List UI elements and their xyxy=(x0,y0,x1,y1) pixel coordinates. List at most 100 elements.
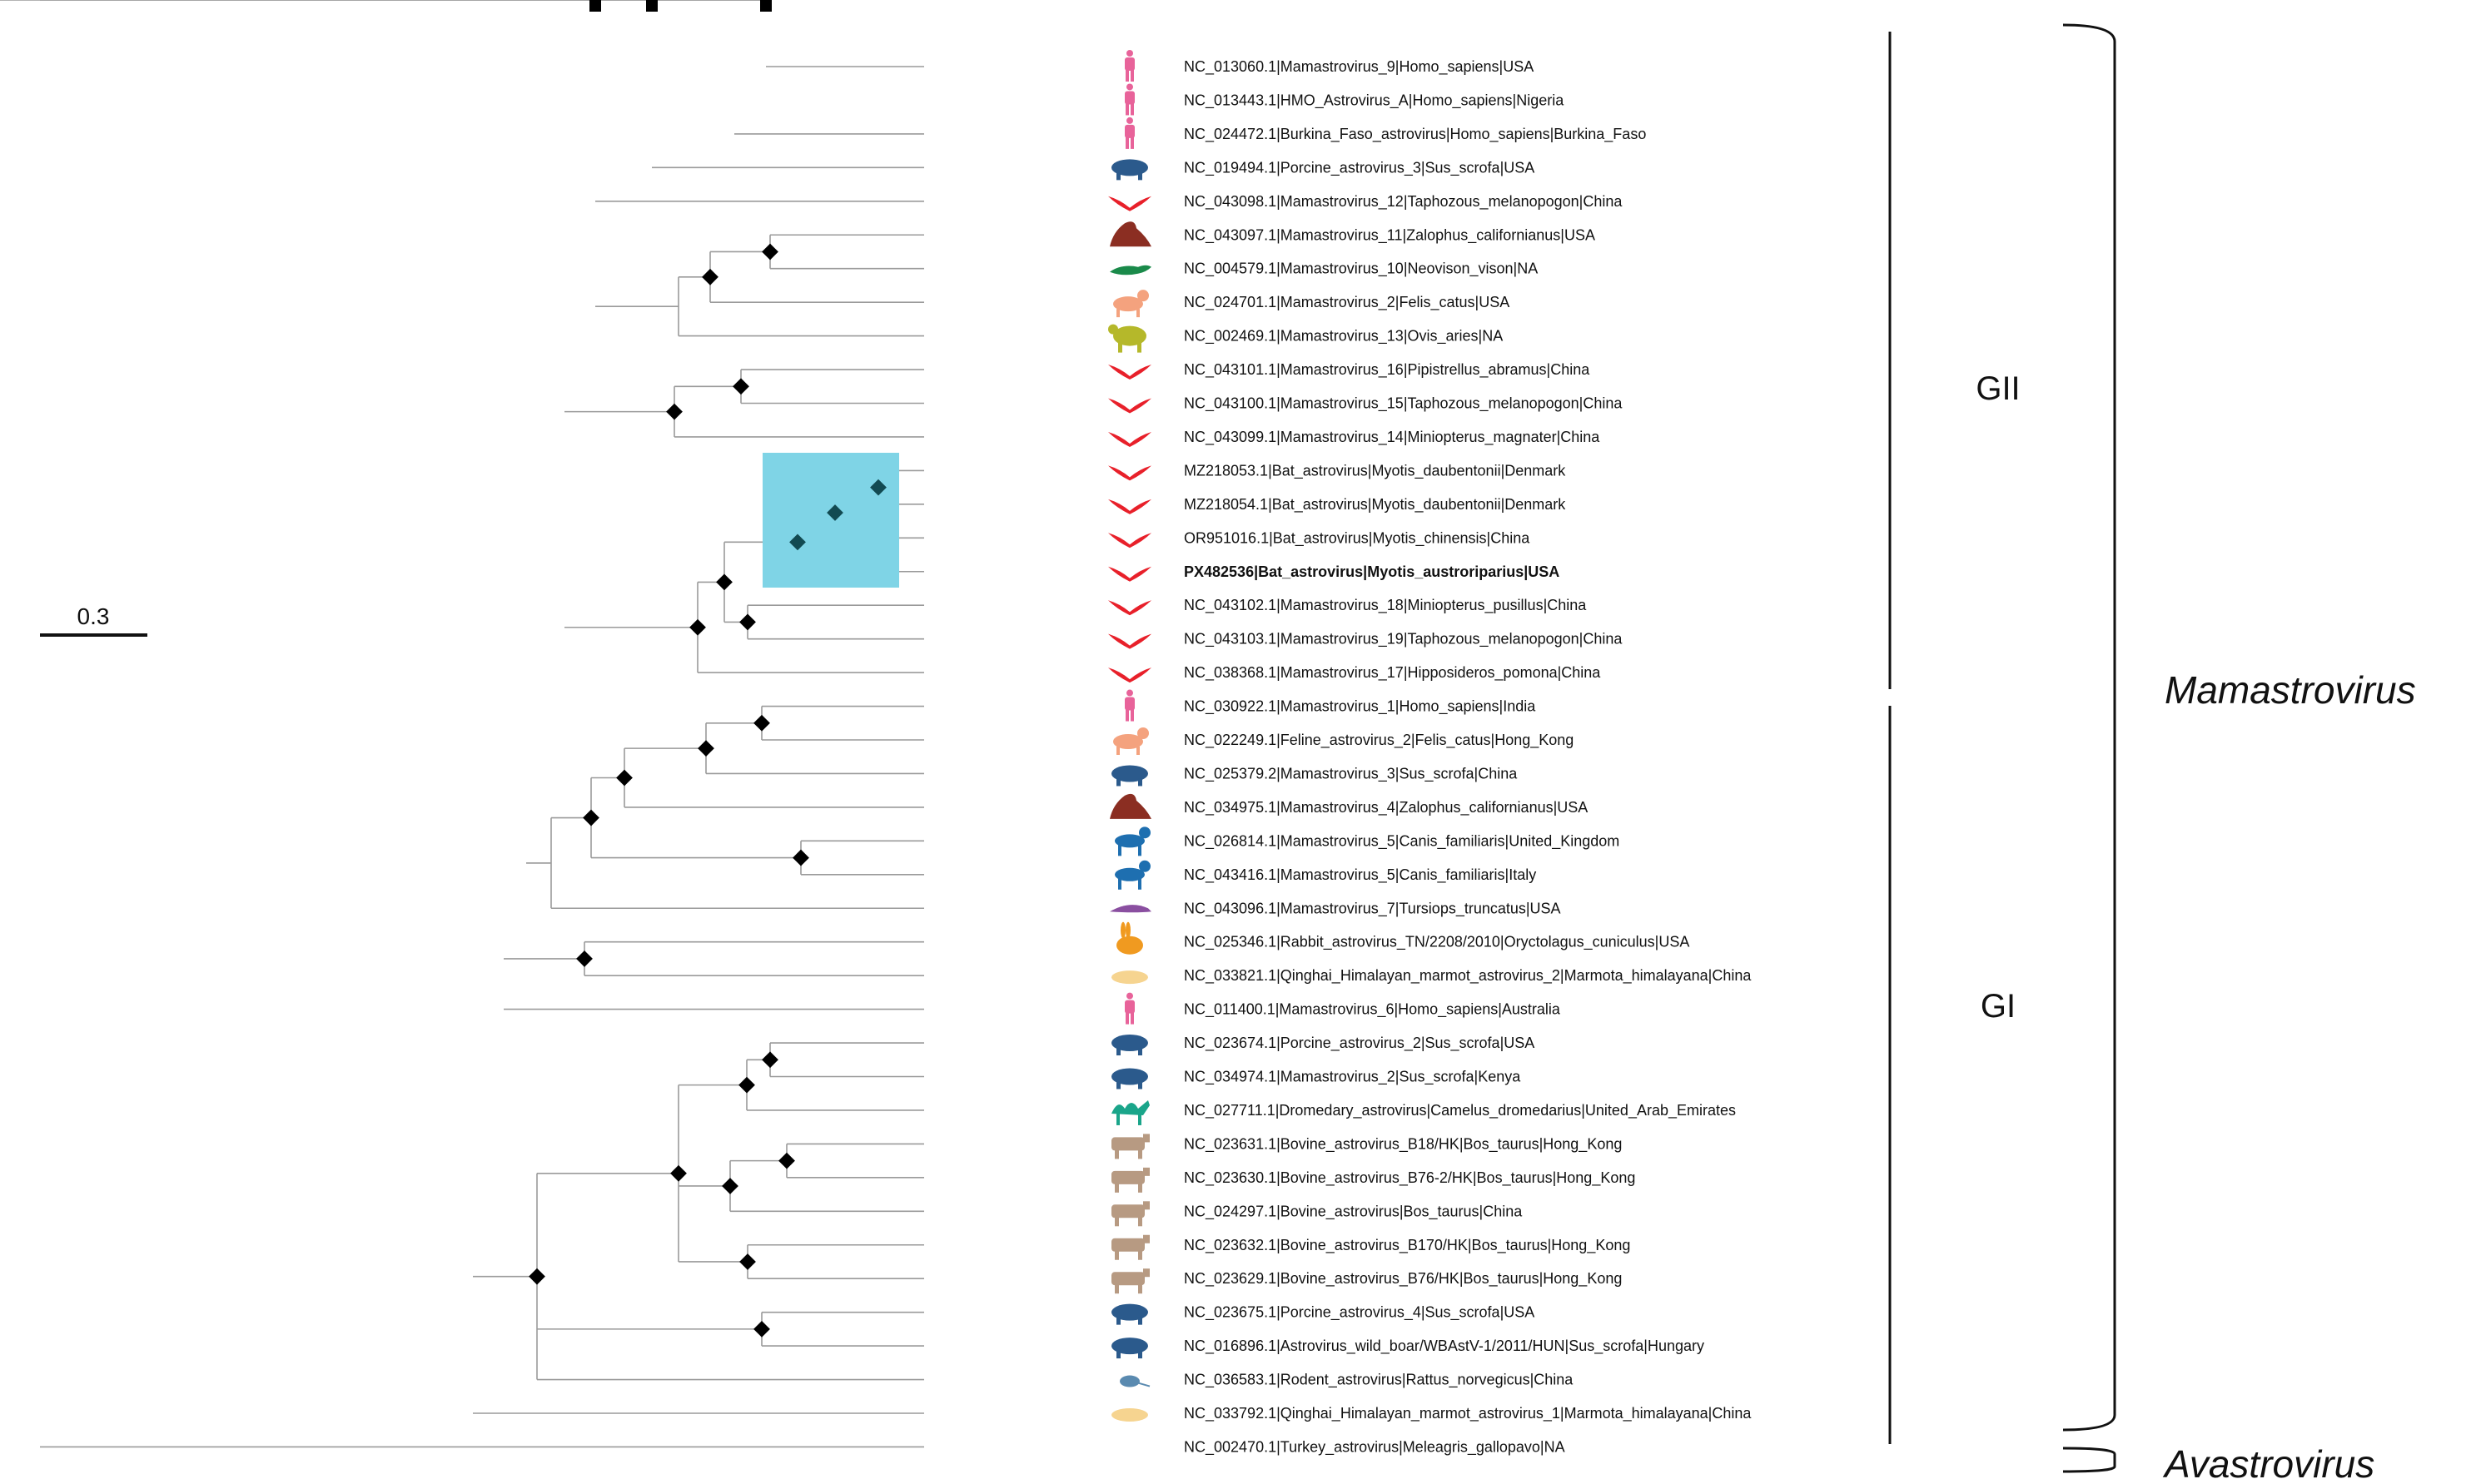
group-brackets xyxy=(1888,23,2116,1473)
cow-icon xyxy=(1111,1201,1150,1227)
tip-label: NC_043102.1|Mamastrovirus_18|Miniopterus… xyxy=(1184,597,1587,614)
bat-icon xyxy=(1108,668,1151,683)
tip-label: NC_025379.2|Mamastrovirus_3|Sus_scrofa|C… xyxy=(1184,765,1518,782)
cow-icon xyxy=(1111,1234,1150,1260)
tip-label: NC_004579.1|Mamastrovirus_10|Neovison_vi… xyxy=(1184,261,1538,278)
bootstrap-node-marker xyxy=(616,769,633,787)
camel-icon xyxy=(1111,1099,1150,1125)
bat-icon xyxy=(1108,566,1151,582)
bootstrap-node-marker xyxy=(870,479,887,496)
tip-label: NC_016896.1|Astrovirus_wild_boar/WBAstV-… xyxy=(1184,1338,1704,1355)
bootstrap-node-marker xyxy=(529,1268,545,1285)
pig-icon xyxy=(1111,765,1148,787)
human-icon xyxy=(1125,50,1135,82)
cow-icon xyxy=(1111,1268,1150,1294)
mink-icon xyxy=(1110,265,1151,275)
pig-icon xyxy=(1111,1068,1148,1089)
bootstrap-node-marker xyxy=(753,714,770,732)
human-icon xyxy=(1125,992,1135,1025)
tip-label: NC_023632.1|Bovine_astrovirus_B170/HK|Bo… xyxy=(1184,1237,1630,1254)
bat-icon xyxy=(1108,600,1151,616)
tip-labels: NC_013060.1|Mamastrovirus_9|Homo_sapiens… xyxy=(1184,58,1752,1456)
pig-icon xyxy=(1111,1303,1148,1325)
tip-label: NC_023631.1|Bovine_astrovirus_B18/HK|Bos… xyxy=(1184,1135,1622,1153)
group-label-gii: GII xyxy=(1976,370,2020,407)
cat-icon xyxy=(1113,727,1149,755)
tip-label: NC_013443.1|HMO_Astrovirus_A|Homo_sapien… xyxy=(1184,92,1564,109)
bootstrap-node-marker xyxy=(698,740,714,757)
tip-label: NC_022249.1|Feline_astrovirus_2|Felis_ca… xyxy=(1184,732,1574,749)
cow-icon xyxy=(1111,1167,1150,1193)
tip-label: NC_038368.1|Mamastrovirus_17|Hipposidero… xyxy=(1184,664,1601,682)
bat-icon xyxy=(1108,365,1151,380)
bootstrap-node-marker xyxy=(716,573,733,591)
dolphin-icon xyxy=(1110,905,1151,913)
bootstrap-node-marker xyxy=(778,1152,795,1169)
pig-icon xyxy=(1111,159,1148,181)
tip-label: MZ218054.1|Bat_astrovirus|Myotis_daubent… xyxy=(1184,496,1566,514)
bootstrap-node-marker xyxy=(670,1164,687,1182)
bootstrap-node-marker xyxy=(576,950,593,967)
tip-label: NC_011400.1|Mamastrovirus_6|Homo_sapiens… xyxy=(1184,1001,1561,1019)
dog-icon xyxy=(1115,860,1151,890)
group-label-gi: GI xyxy=(1981,988,2016,1025)
sheep-icon xyxy=(1108,324,1146,353)
bootstrap-node-marker xyxy=(762,243,778,261)
scale-bar: 0.3 xyxy=(40,603,147,637)
bootstrap-node-marker xyxy=(739,613,756,631)
bootstrap-node-marker xyxy=(646,0,658,12)
tip-label: NC_026814.1|Mamastrovirus_5|Canis_famili… xyxy=(1184,832,1619,850)
sea-lion-icon xyxy=(1110,793,1151,819)
genus-label-avastrovirus: Avastrovirus xyxy=(2162,1442,2374,1484)
bat-icon xyxy=(1108,465,1151,481)
pig-icon xyxy=(1111,1035,1148,1056)
tip-label: NC_002470.1|Turkey_astrovirus|Meleagris_… xyxy=(1184,1438,1565,1456)
tip-label: NC_043097.1|Mamastrovirus_11|Zalophus_ca… xyxy=(1184,226,1595,244)
bat-icon xyxy=(1108,196,1151,211)
tip-label: NC_023674.1|Porcine_astrovirus_2|Sus_scr… xyxy=(1184,1035,1534,1052)
tip-label: NC_043098.1|Mamastrovirus_12|Taphozous_m… xyxy=(1184,193,1623,211)
human-icon xyxy=(1125,83,1135,116)
marmot-icon xyxy=(1111,1408,1148,1422)
tip-label: NC_023630.1|Bovine_astrovirus_B76-2/HK|B… xyxy=(1184,1169,1635,1187)
human-icon xyxy=(1125,117,1135,149)
tip-label: NC_019494.1|Porcine_astrovirus_3|Sus_scr… xyxy=(1184,159,1534,176)
bootstrap-node-marker xyxy=(589,0,601,12)
bootstrap-node-marker xyxy=(733,378,749,395)
scale-bar-label: 0.3 xyxy=(77,603,110,629)
tip-label: NC_043099.1|Mamastrovirus_14|Miniopterus… xyxy=(1184,429,1600,446)
tip-label: NC_036583.1|Rodent_astrovirus|Rattus_nor… xyxy=(1184,1372,1574,1389)
bootstrap-node-marker xyxy=(689,618,706,636)
pig-icon xyxy=(1111,1338,1148,1359)
tree-nodes xyxy=(529,0,887,1338)
bat-icon xyxy=(1108,533,1151,548)
bat-icon xyxy=(1108,633,1151,649)
tip-label: NC_034975.1|Mamastrovirus_4|Zalophus_cal… xyxy=(1184,799,1588,816)
bootstrap-node-marker xyxy=(789,534,806,551)
tip-label: PX482536|Bat_astrovirus|Myotis_austrorip… xyxy=(1184,563,1559,580)
tip-label: NC_043100.1|Mamastrovirus_15|Taphozous_m… xyxy=(1184,395,1623,413)
tip-label: NC_023629.1|Bovine_astrovirus_B76/HK|Bos… xyxy=(1184,1270,1622,1288)
tip-label: NC_024472.1|Burkina_Faso_astrovirus|Homo… xyxy=(1184,126,1646,143)
rat-icon xyxy=(1120,1375,1151,1387)
cat-icon xyxy=(1113,290,1149,318)
tip-label: NC_034974.1|Mamastrovirus_2|Sus_scrofa|K… xyxy=(1184,1069,1521,1086)
tip-label: NC_013060.1|Mamastrovirus_9|Homo_sapiens… xyxy=(1184,58,1534,76)
bootstrap-node-marker xyxy=(793,849,809,866)
bootstrap-node-marker xyxy=(762,1051,778,1069)
tip-label: NC_023675.1|Porcine_astrovirus_4|Sus_scr… xyxy=(1184,1304,1534,1322)
tip-label: NC_043096.1|Mamastrovirus_7|Tursiops_tru… xyxy=(1184,900,1561,917)
tip-label: NC_024701.1|Mamastrovirus_2|Felis_catus|… xyxy=(1184,294,1509,311)
tip-label: NC_043101.1|Mamastrovirus_16|Pipistrellu… xyxy=(1184,361,1590,379)
sea-lion-icon xyxy=(1110,221,1151,247)
tip-label: NC_033821.1|Qinghai_Himalayan_marmot_ast… xyxy=(1184,967,1752,985)
host-icons xyxy=(1108,50,1151,1422)
tip-label: NC_027711.1|Dromedary_astrovirus|Camelus… xyxy=(1184,1102,1736,1119)
bootstrap-node-marker xyxy=(738,1076,755,1094)
genus-label-mamastrovirus: Mamastrovirus xyxy=(2165,668,2416,712)
dog-icon xyxy=(1115,826,1151,856)
bootstrap-node-marker xyxy=(702,268,718,285)
tip-label: NC_043103.1|Mamastrovirus_19|Taphozous_m… xyxy=(1184,631,1623,648)
tip-label: OR951016.1|Bat_astrovirus|Myotis_chinens… xyxy=(1184,529,1530,547)
cow-icon xyxy=(1111,1134,1150,1159)
